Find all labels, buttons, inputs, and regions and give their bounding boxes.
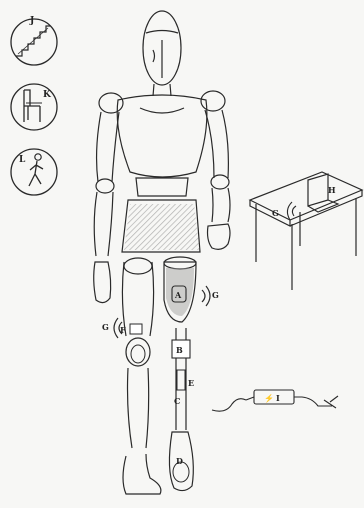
label-l: L (19, 155, 26, 165)
label-b: B (176, 345, 183, 355)
label-g-socket: G (212, 290, 219, 300)
label-e: E (188, 378, 194, 388)
label-c: C (174, 396, 180, 406)
mannequin-figure (94, 11, 230, 494)
label-j: J (29, 16, 34, 26)
label-i: I (276, 393, 280, 403)
label-g-laptop: G (272, 208, 279, 218)
wireless-signal-icon (114, 286, 210, 338)
module-b: B (172, 340, 190, 358)
label-d: D (176, 456, 183, 466)
label-k: K (43, 90, 52, 100)
knee-module-f: F (120, 324, 145, 363)
stairs-icon: J (11, 16, 57, 65)
desk-with-laptop (250, 172, 362, 290)
label-h: H (328, 185, 336, 195)
walking-person-icon: L (11, 149, 57, 195)
laptop-signal (287, 202, 296, 220)
battery-charger-icon (212, 390, 338, 411)
charge-bolt: ⚡ (264, 393, 274, 403)
label-g-knee: G (102, 322, 109, 332)
chair-icon: K (11, 84, 57, 130)
label-a: A (174, 290, 182, 300)
foot-sensor-d: D (173, 456, 189, 482)
hatched-garment (124, 204, 200, 250)
